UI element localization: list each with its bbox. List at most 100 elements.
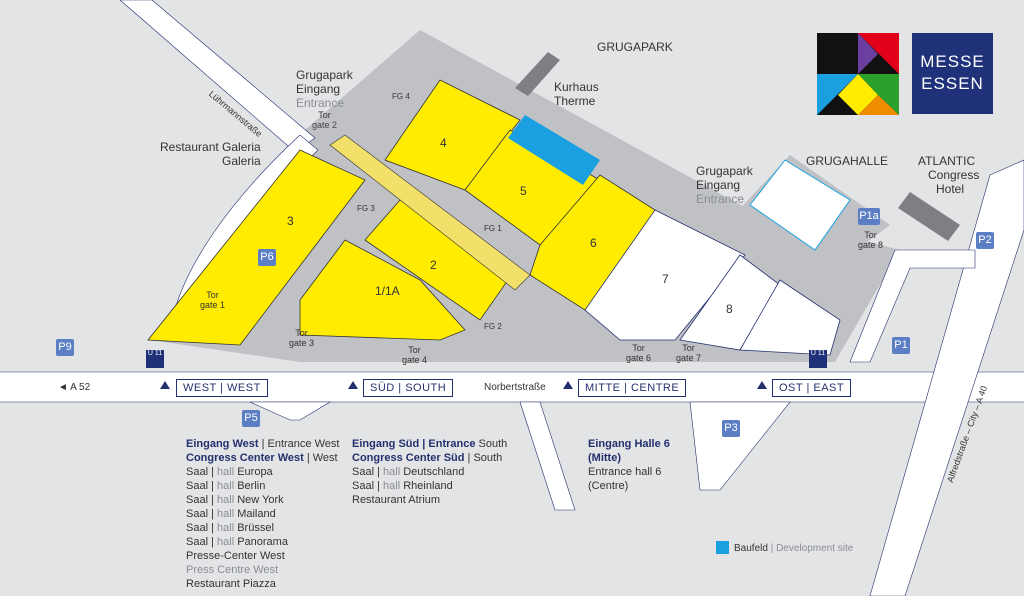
south-hall-2: Saal | hall Rheinland [352, 480, 453, 492]
hall-1-shape[interactable] [299, 239, 466, 341]
gate-4-gate: gate 4 [402, 355, 428, 365]
west-hall-6-b: hall [217, 536, 235, 548]
south-hall-2-c: Rheinland [403, 480, 453, 492]
galeria-corridor[interactable] [329, 134, 531, 291]
parking-p6[interactable]: P6 [258, 249, 276, 266]
parking-p9[interactable]: P9 [56, 339, 74, 356]
parking-p1a[interactable]: P1a [858, 208, 880, 225]
west-hall-2: Saal | hall Berlin [186, 480, 266, 492]
mitte-line3: Entrance hall 6 [588, 466, 662, 478]
atlantic-label-3: Hotel [936, 182, 965, 196]
gate-3-gate: gate 3 [289, 338, 315, 348]
west-hall-1-a: Saal [186, 466, 209, 478]
west-hall-4-c: Mailand [237, 508, 276, 520]
hall-2-label: 2 [430, 258, 437, 272]
west-hall-5-c: Brüssel [237, 522, 274, 534]
hall-1-label: 1/1A [375, 284, 400, 298]
parking-p3[interactable]: P3 [722, 420, 740, 437]
west-list-title: Eingang West | Entrance West [186, 438, 339, 451]
parking-p2[interactable]: P2 [976, 232, 994, 249]
west-hall-4-a: Saal [186, 508, 209, 520]
mitte-line2: (Mitte) [588, 452, 621, 464]
hall-6-label: 6 [590, 236, 597, 250]
south-hall-2-b: hall [383, 480, 401, 492]
kurhaus-label-1: Kurhaus [554, 80, 599, 94]
south-hall-2-a: Saal [352, 480, 375, 492]
west-hall-5-b: hall [217, 522, 235, 534]
south-hall-1-b: hall [383, 466, 401, 478]
fg3-label: FG 3 [357, 204, 375, 213]
norbertstrasse-road[interactable] [0, 372, 1024, 402]
ubahn-east-icon: U 11 [809, 350, 827, 368]
gate-1-gate: gate 1 [200, 300, 226, 310]
grugahalle-shape[interactable] [749, 159, 851, 251]
east-arrow-icon [757, 381, 767, 389]
luehrmannstrasse-road[interactable] [119, 0, 316, 153]
west-hall-1-c: Europa [237, 466, 273, 478]
parking-p5[interactable]: P5 [242, 410, 260, 427]
north-entrance-line2: Eingang [296, 82, 341, 96]
north-entrance-line1: Grugapark [296, 68, 353, 82]
west-title-de: Eingang West [186, 438, 259, 450]
fg4-label: FG 4 [392, 92, 410, 101]
alfredstrasse-road[interactable] [869, 159, 1024, 596]
entrance-south[interactable]: SÜD | SOUTH [363, 379, 454, 397]
west-hall-1-b: hall [217, 466, 235, 478]
galeria-label: Galeria [222, 154, 261, 168]
ubahn-west-icon: U 11 [146, 350, 164, 368]
west-hall-2-b: hall [217, 480, 235, 492]
gate-7-gate: gate 7 [676, 353, 702, 363]
parking-p1[interactable]: P1 [892, 337, 910, 354]
atlantic-hotel-building [898, 192, 960, 241]
gate-4-tor: Tor [408, 345, 421, 355]
kurhaus-building [515, 52, 560, 96]
gate-6-gate: gate 6 [626, 353, 652, 363]
hall-3-shape[interactable] [147, 149, 366, 346]
gate-8-tor: Tor [864, 230, 877, 240]
logo-line-2: ESSEN [921, 74, 984, 93]
west-hall-2-c: Berlin [237, 480, 266, 492]
south-cc-en: | South [464, 452, 503, 464]
west-hall-6-a: Saal [186, 536, 209, 548]
west-press: Press Centre West [186, 564, 279, 576]
west-hall-3-a: Saal [186, 494, 209, 506]
east-access-road[interactable] [849, 249, 976, 363]
south-list-title: Eingang Süd | Entrance South [352, 438, 507, 451]
hall-3-label: 3 [287, 214, 294, 228]
west-cc-en: | West [303, 452, 338, 464]
gate-6-tor: Tor [632, 343, 645, 353]
west-hall-5-a: Saal [186, 522, 209, 534]
grugapark-label: GRUGAPARK [597, 40, 673, 54]
west-hall-5: Saal | hall Brüssel [186, 522, 274, 534]
south-cc-de: Congress Center Süd [352, 452, 465, 464]
gate-2-tor: Tor [318, 110, 331, 120]
norbertstrasse-label: Norbertstraße [484, 382, 546, 393]
south-hall-1-a: Saal [352, 466, 375, 478]
south-access-road-1[interactable] [519, 401, 576, 511]
entrance-centre[interactable]: MITTE | CENTRE [578, 379, 687, 397]
grugahalle-label: GRUGAHALLE [806, 154, 889, 168]
west-ramp[interactable] [249, 401, 332, 421]
atlantic-label-1: ATLANTIC [918, 154, 976, 168]
fg1-label: FG 1 [484, 224, 502, 233]
hall-8b-shape[interactable] [739, 279, 841, 356]
west-arrow-icon [160, 381, 170, 389]
entrance-west[interactable]: WEST | WEST [176, 379, 268, 397]
entrance-east[interactable]: OST | EAST [772, 379, 852, 397]
south-access-road-2[interactable] [689, 401, 791, 491]
hall-4-label: 4 [440, 136, 447, 150]
west-presse: Presse-Center West [186, 550, 285, 562]
west-hall-4: Saal | hall Mailand [186, 508, 276, 520]
kurhaus-label-2: Therme [554, 94, 596, 108]
legend-sep: | [767, 543, 777, 554]
restaurant-galeria-label: Restaurant Galeria [160, 140, 261, 154]
